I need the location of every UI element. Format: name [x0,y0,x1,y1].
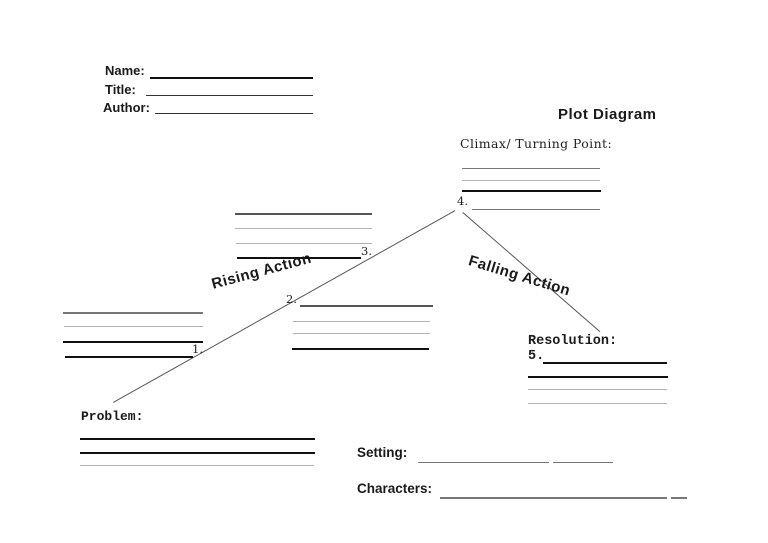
resolution-blank-line-2 [528,376,668,378]
climax-blank-line-1 [462,168,600,169]
climax-blank-line-2 [462,180,600,181]
characters-blank-line [440,497,667,499]
climax-number: 4. [457,194,468,208]
stage3-number: 3. [361,244,372,258]
stage1-blank-line-3 [63,341,203,343]
setting-blank-line-end [553,462,613,463]
stage2-blank-line-3 [293,333,430,334]
stage2-number: 2. [286,292,297,306]
problem-label: Problem: [81,409,144,424]
stage1-blank-line-1 [63,312,203,314]
resolution-blank-line-3 [528,389,667,390]
resolution-number: 5. [528,349,545,364]
setting-label: Setting: [357,445,408,460]
problem-blank-line-3 [80,465,314,466]
title-label: Title: [105,82,136,97]
resolution-blank-line-1 [543,362,667,364]
name-blank-line [150,77,313,79]
characters-blank-line-end [671,497,687,499]
problem-blank-line-1 [80,438,315,440]
title-blank-line [146,95,313,96]
setting-blank-line [418,462,549,463]
characters-label: Characters: [357,481,433,496]
stage3-blank-line-4 [237,257,361,259]
name-label: Name: [105,63,145,78]
stage1-blank-line-4 [65,356,193,358]
stage2-blank-line-2 [293,321,430,322]
stage1-number: 1. [192,342,203,356]
resolution-label: Resolution: [528,334,618,349]
climax-label: Climax/ Turning Point: [460,136,613,151]
stage1-blank-line-2 [64,326,203,327]
resolution-blank-line-4 [528,403,667,404]
stage2-blank-line-1 [300,305,433,307]
stage2-blank-line-4 [292,348,429,350]
stage3-blank-line-2 [235,228,372,229]
climax-blank-line-4 [472,209,600,210]
stage3-blank-line-1 [235,213,372,215]
climax-blank-line-3 [462,190,601,192]
stage3-blank-line-3 [236,243,372,244]
page-title: Plot Diagram [558,106,657,123]
falling-action-label: Falling Action [466,252,573,300]
problem-blank-line-2 [80,452,315,454]
author-blank-line [155,113,313,114]
author-label: Author: [103,100,150,115]
